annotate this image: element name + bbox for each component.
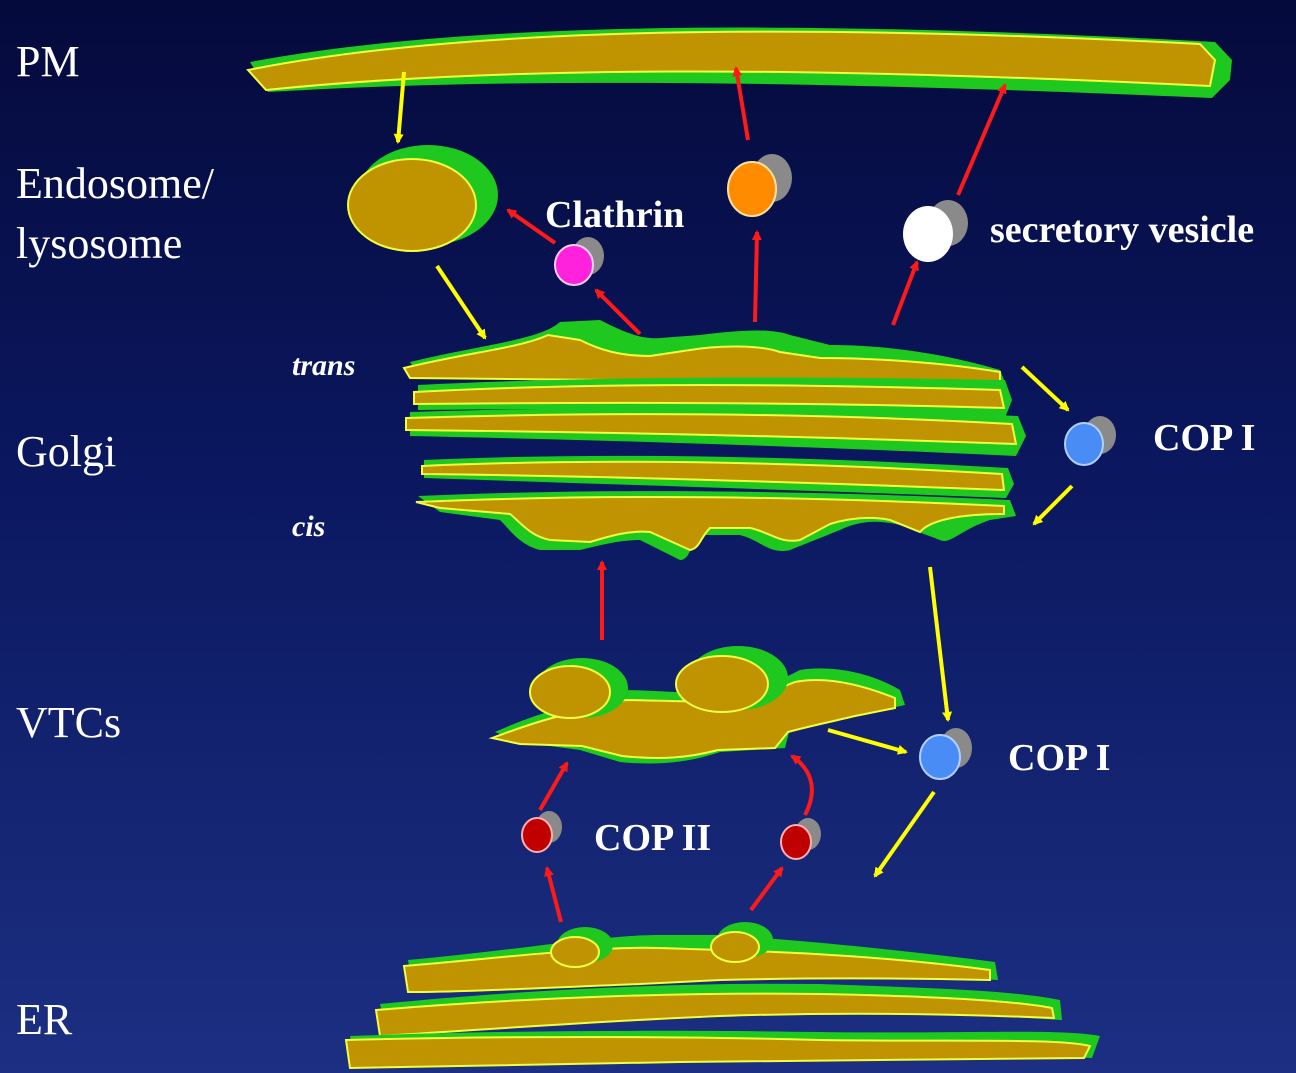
label-cop1-golgi: COP I xyxy=(1153,417,1255,459)
endoplasmic-reticulum xyxy=(346,922,1100,1068)
arrow-endosome-to-golgi xyxy=(437,266,485,338)
orange-vesicle xyxy=(728,154,792,216)
label-er: ER xyxy=(16,995,73,1044)
label-golgi-cis: cis xyxy=(292,510,325,543)
arrow-cop1-to-golgi xyxy=(1034,486,1072,524)
label-clathrin: Clathrin xyxy=(545,194,684,236)
arrow-vtc-to-cop1 xyxy=(828,730,906,752)
cop1-vesicle-golgi xyxy=(1065,416,1116,465)
arrow-golgi-to-orange-vesicle xyxy=(755,232,757,322)
cop2-vesicle-right xyxy=(781,818,821,859)
vtc-cluster xyxy=(492,646,905,764)
arrow-er-to-cop2-right xyxy=(751,868,782,910)
arrow-cop2-right-to-vtc xyxy=(792,756,812,815)
arrow-golgi-to-cop1-vtc xyxy=(930,567,948,720)
label-cop1-vtc: COP I xyxy=(1008,737,1110,779)
cop1-vesicle-vtc xyxy=(920,728,972,779)
golgi-cisterna-3 xyxy=(406,408,1026,456)
golgi-cisterna-cis xyxy=(416,491,1016,560)
label-golgi-trans: trans xyxy=(292,349,355,382)
label-endosome-line2: lysosome xyxy=(16,219,182,268)
arrow-cop1-to-er xyxy=(875,792,934,876)
arrow-cop2-left-to-vtc xyxy=(540,763,567,810)
secretory-vesicle xyxy=(903,200,968,262)
cop2-vesicle-left xyxy=(522,811,562,852)
golgi-cisterna-trans xyxy=(404,320,1004,384)
endosome-lysosome xyxy=(348,145,498,251)
arrow-er-to-cop2-left xyxy=(547,868,561,922)
arrow-golgi-to-cop1 xyxy=(1022,367,1068,410)
label-endosome-line1: Endosome/ xyxy=(16,159,215,208)
label-golgi: Golgi xyxy=(16,427,116,476)
arrow-secretory-to-pm xyxy=(958,85,1005,195)
golgi-stack xyxy=(404,320,1026,560)
label-pm: PM xyxy=(16,37,80,86)
arrow-golgi-to-secretory xyxy=(893,262,917,325)
label-vtcs: VTCs xyxy=(16,698,121,747)
clathrin-vesicle xyxy=(555,237,604,285)
label-secretory-vesicle: secretory vesicle xyxy=(990,209,1254,251)
label-cop2: COP II xyxy=(594,817,711,859)
